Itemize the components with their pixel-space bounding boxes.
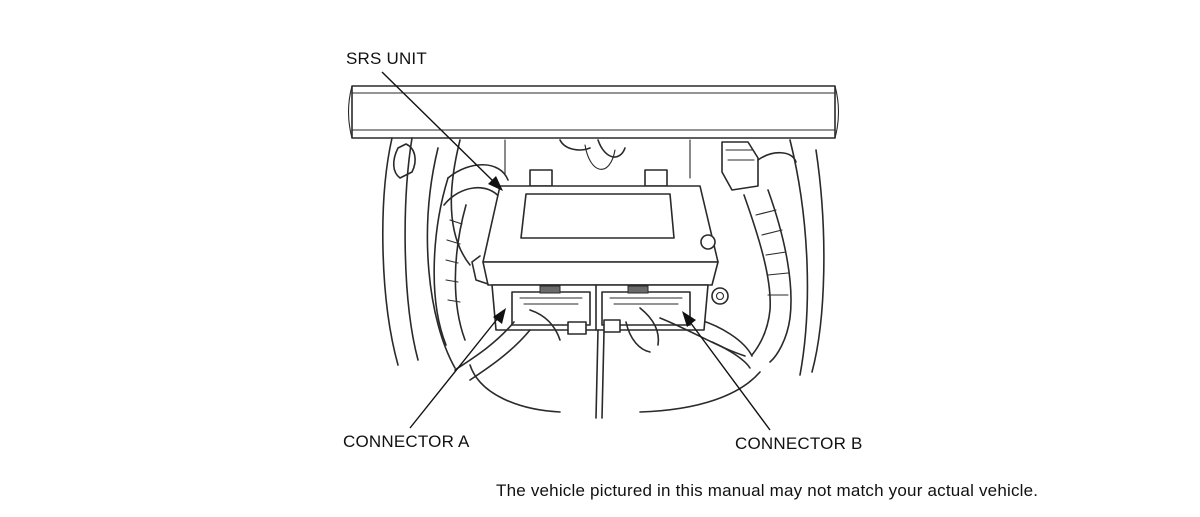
srs-unit-label: SRS UNIT [346, 49, 427, 68]
connector-b [595, 285, 746, 419]
left-harness [392, 143, 509, 346]
connector-a-leader [409, 308, 506, 429]
connector-a [454, 285, 591, 381]
srs-unit-leader [381, 71, 503, 191]
connector-a-label: CONNECTOR A [343, 432, 470, 451]
srs-unit-body [471, 169, 729, 305]
right-harness [699, 141, 797, 369]
disclaimer-text: The vehicle pictured in this manual may … [496, 481, 1039, 500]
connector-b-leader [682, 311, 771, 431]
connector-b-label: CONNECTOR B [735, 434, 863, 453]
crossmember-beam [347, 85, 840, 139]
body-structure [382, 137, 825, 413]
